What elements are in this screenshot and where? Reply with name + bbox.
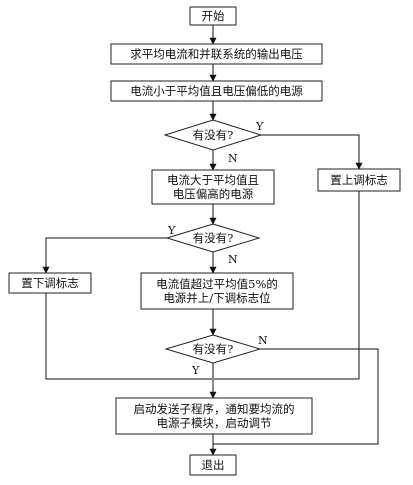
process-send [115, 397, 313, 435]
process-exceed [140, 272, 294, 310]
decision-1 [163, 119, 263, 151]
process-avg [110, 43, 323, 65]
exit-node [189, 454, 237, 476]
process-high [151, 169, 275, 205]
process-set-down-flag [8, 272, 92, 294]
d3-yes-label: Y [192, 364, 200, 377]
decision-2 [165, 223, 261, 253]
d1-yes-label: Y [256, 120, 264, 133]
d1-no-label: N [228, 152, 238, 165]
d2-no-label: N [228, 253, 238, 266]
start-node [189, 6, 237, 26]
process-low [110, 80, 323, 102]
decision-3 [164, 334, 262, 364]
d3-no-label: N [258, 334, 268, 347]
process-set-up-flag [317, 168, 401, 192]
d2-yes-label: Y [168, 224, 176, 237]
